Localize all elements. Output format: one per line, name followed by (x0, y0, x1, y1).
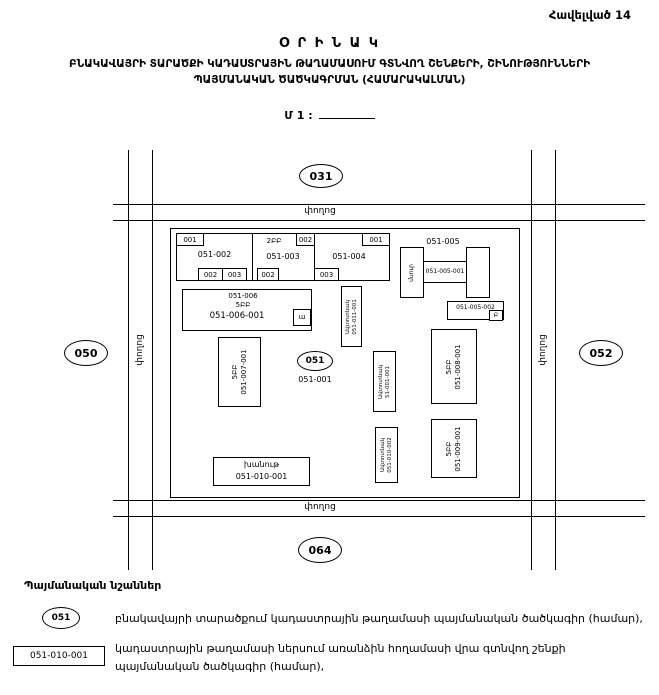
building-051-005-annex-mark: Բ (489, 310, 503, 321)
street-top (113, 204, 645, 221)
building-051-008: 5ԲԲ 051-008-001 (431, 329, 477, 404)
block-oval-051: 051 (297, 351, 333, 371)
unit-box: 001 (362, 233, 390, 246)
street-left-label-text: փողոց (134, 334, 145, 366)
unit-box: 003 (314, 268, 339, 281)
node-oval-064: 064 (298, 537, 342, 563)
garage-051-011-code: 051-011-001 (351, 298, 358, 335)
unit-box: 003 (222, 268, 247, 281)
block-code-label: 051-001 (298, 375, 332, 384)
building-051-004-label: 051-004 (332, 252, 366, 261)
unit-box: 002 (257, 268, 279, 281)
street-left-label: փողոց (128, 320, 153, 380)
street-right (531, 150, 556, 570)
garage-051-011-type: Ավտոտնակ (344, 299, 351, 334)
building-051-006-code: 051-006-001 (209, 311, 265, 321)
street-bottom-label: փողոց (290, 502, 350, 512)
street-bottom (113, 500, 645, 517)
building-051-008-text: 5ԲԲ 051-008-001 (445, 344, 463, 389)
building-051-009: 5ԲԲ 051-009-001 (431, 419, 477, 478)
building-051-005-left-wing: մսուր (400, 247, 424, 298)
unit-box: 001 (176, 233, 204, 246)
scale-blank-line (318, 108, 375, 119)
building-051-003-label: 051-003 (266, 252, 300, 261)
building-051-006 (182, 289, 312, 331)
street-top-label: փողոց (290, 206, 350, 216)
street-right-label-text: փողոց (537, 334, 548, 366)
node-oval-031: 031 (299, 164, 343, 188)
building-051-008-code: 051-008-001 (454, 343, 462, 390)
doc-title-line2: ՊԱՅՄԱՆԱԿԱՆ ԾԱԾԿԱԳՐՄԱՆ (ՀԱՄԱՐԱԿԱԼՄԱՆ) (193, 74, 466, 86)
appendix-label: Հավելված 14 (548, 8, 631, 22)
building-051-007-type: 5ԲԲ (230, 364, 239, 380)
building-051-006-mark: ա (293, 309, 311, 326)
scale-row: Մ 1 : (0, 108, 659, 122)
garage-051-010-code: 051-010-002 (386, 437, 393, 473)
garage-51-001-code: 51-001-001 (384, 365, 391, 398)
legend-item-text: բնակավայրի տարածքում կադաստրային թաղամաս… (115, 612, 643, 625)
garage-051-010: Ավտոտնակ 051-010-002 (375, 427, 398, 483)
legend-heading: Պայմանական նշաններ (24, 579, 162, 592)
garage-51-001-type: Ավտոտնակ (377, 364, 384, 399)
garage-051-011: Ավտոտնակ 051-011-001 (341, 286, 362, 347)
building-051-005-code: 051-005-001 (424, 261, 466, 283)
garage-51-001: Ավտոտնակ 51-001-001 (373, 351, 396, 412)
building-051-009-text: 5ԲԲ 051-009-001 (445, 426, 463, 471)
building-051-009-code: 051-009-001 (454, 425, 462, 472)
node-oval-050: 050 (64, 340, 108, 366)
legend-item-text: կադաստրային թաղամասի ներսում առանձին հող… (115, 642, 566, 673)
street-right-label: փողոց (531, 320, 556, 380)
building-051-005-annex-code: 051-005-002 (456, 304, 495, 311)
legend-rect-symbol: 051-010-001 (13, 646, 105, 666)
building-051-008-type: 5ԲԲ (444, 359, 453, 374)
building-051-009-type: 5ԲԲ (444, 441, 453, 456)
unit-box: 002 (296, 233, 315, 246)
unit-box: 002 (198, 268, 223, 281)
building-051-005-right-wing (466, 247, 490, 298)
garage-51-001-text: Ավտոտնակ 51-001-001 (377, 364, 391, 398)
building-051-007-code: 051-007-001 (239, 349, 248, 395)
doc-title-example: Օ Ր Ի Ն Ա Կ (279, 36, 380, 51)
building-051-006-type: 5ԲԲ (235, 301, 251, 309)
building-051-006-label: 051-006 (228, 292, 258, 300)
garage-051-010-text: Ավտոտնակ 051-010-002 (379, 437, 393, 472)
building-shop-code: 051-010-001 (235, 472, 288, 482)
street-left (128, 150, 153, 570)
legend-oval-symbol: 051 (42, 607, 80, 629)
scale-label: Մ 1 : (284, 109, 313, 122)
building-051-005-wing-text: մսուր (408, 263, 416, 282)
building-051-007-text: 5ԲԲ 051-007-001 (230, 349, 248, 394)
building-051-007: 5ԲԲ 051-007-001 (218, 337, 261, 407)
building-shop-type: խանութ (243, 460, 280, 469)
garage-051-011-text: Ավտոտնակ 051-011-001 (344, 299, 358, 334)
building-051-003-type: 2ԲԲ (266, 237, 282, 245)
building-051-005-label: 051-005 (426, 237, 460, 246)
building-shop: խանութ 051-010-001 (213, 457, 310, 486)
node-oval-052: 052 (579, 340, 623, 366)
block-outline (170, 228, 520, 498)
doc-title-line1: ԲՆԱԿԱՎԱՅՐԻ ՏԱՐԱԾՔԻ ԿԱԴԱՍՏՐԱՅԻՆ ԹԱՂԱՄԱՍՈՒ… (68, 58, 591, 70)
building-051-002-label: 051-002 (197, 250, 232, 259)
garage-051-010-type: Ավտոտնակ (379, 437, 386, 473)
